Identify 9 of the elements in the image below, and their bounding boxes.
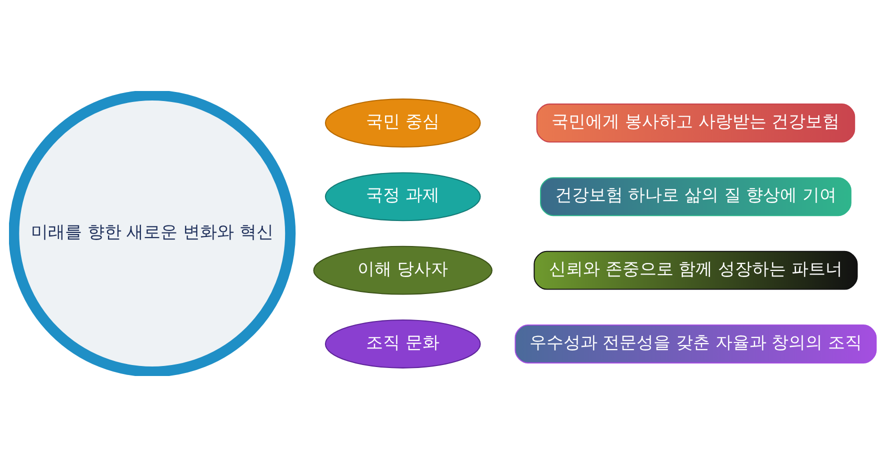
node-ellipse: 국민 중심 [324, 98, 480, 147]
node-box: 신뢰와 존중으로 함께 성장하는 파트너 [533, 250, 858, 290]
node-ellipse: 조직 문화 [324, 319, 480, 368]
node-box: 국민에게 봉사하고 사랑받는 건강보험 [536, 103, 855, 142]
node-ellipse: 국정 과제 [324, 172, 480, 221]
node-box: 건강보험 하나로 삶의 질 향상에 기여 [540, 176, 851, 216]
node-box: 우수성과 전문성을 갖춘 자율과 창의의 조직 [514, 324, 876, 363]
node-circle: 미래를 향한 새로운 변화와 혁신 [8, 90, 296, 376]
node-ellipse: 이해 당사자 [312, 245, 492, 294]
